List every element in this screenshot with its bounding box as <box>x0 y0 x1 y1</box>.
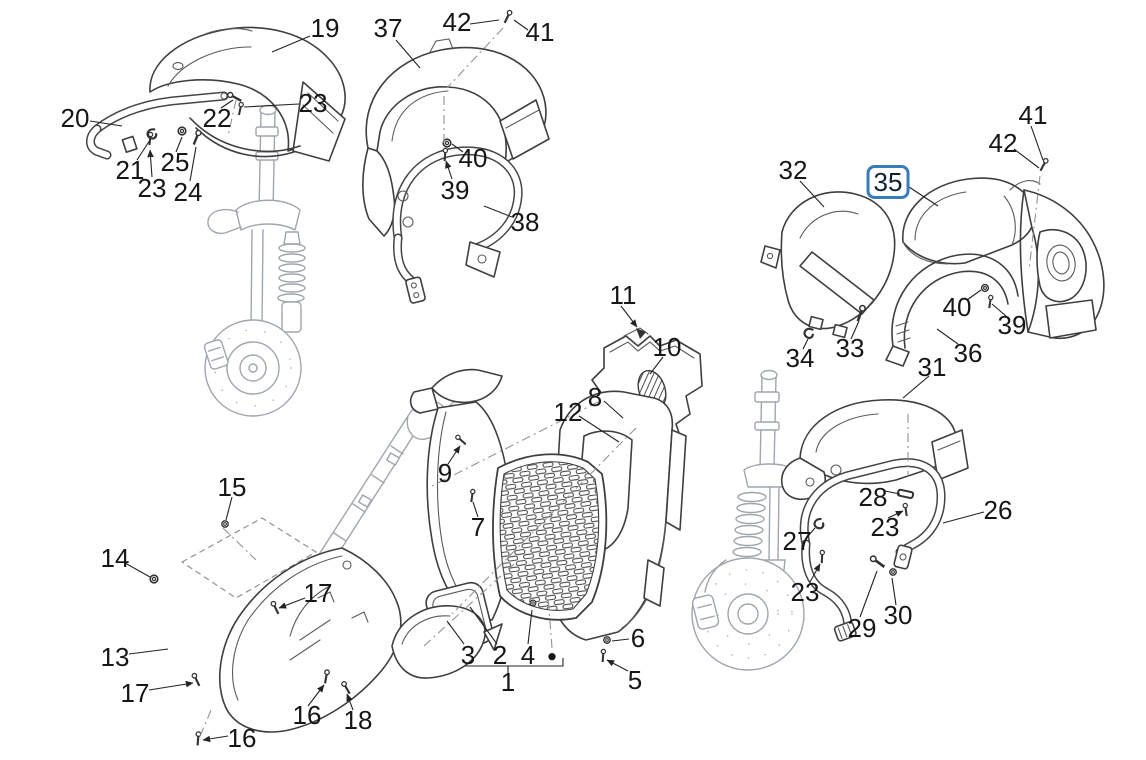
part-label-8[interactable]: 8 <box>587 382 603 412</box>
bullet-marker: ● <box>546 646 558 666</box>
part-label-23[interactable]: 23 <box>137 173 167 203</box>
part-label-42[interactable]: 42 <box>988 128 1018 158</box>
part-label-21[interactable]: 21 <box>115 155 145 185</box>
part-label-17[interactable]: 17 <box>303 578 333 608</box>
front-fork-right-context <box>691 369 805 671</box>
part-label-39[interactable]: 39 <box>997 310 1027 340</box>
front-fork-left-context <box>203 104 306 417</box>
part-label-28[interactable]: 28 <box>858 482 888 512</box>
part-label-12[interactable]: 12 <box>553 397 583 427</box>
part-label-31[interactable]: 31 <box>917 352 947 382</box>
part-32-mudguard <box>760 191 896 339</box>
part-label-40[interactable]: 40 <box>942 292 972 322</box>
assembly-plate-outline <box>180 517 318 599</box>
part-label-10[interactable]: 10 <box>652 332 682 362</box>
part-38-fender-bracket <box>392 146 523 304</box>
part-label-13[interactable]: 13 <box>100 642 130 672</box>
part-label-30[interactable]: 30 <box>883 600 913 630</box>
part-label-19[interactable]: 19 <box>310 13 340 43</box>
part-label-1[interactable]: 1 <box>500 667 516 697</box>
part-19-front-fender <box>149 26 346 162</box>
part-label-16[interactable]: 16 <box>227 723 257 753</box>
part-13-mudguard <box>219 547 503 733</box>
part-label-17[interactable]: 17 <box>120 678 150 708</box>
part-label-5[interactable]: 5 <box>627 665 643 695</box>
part-1-grille <box>492 453 608 621</box>
part-label-41[interactable]: 41 <box>525 17 555 47</box>
part-label-9[interactable]: 9 <box>437 458 453 488</box>
part-label-11[interactable]: 11 <box>609 280 637 310</box>
part-label-7[interactable]: 7 <box>470 512 486 542</box>
part-label-23[interactable]: 23 <box>790 577 820 607</box>
part-label-37[interactable]: 37 <box>373 13 403 43</box>
part-label-29[interactable]: 29 <box>847 613 877 643</box>
part-label-4[interactable]: 4 <box>520 640 536 670</box>
part-label-35-selected[interactable]: 35 <box>866 165 910 199</box>
assembly-axes <box>199 27 1041 737</box>
part-36-inner-arch <box>885 253 1019 367</box>
part-label-27[interactable]: 27 <box>782 526 812 556</box>
part-label-32[interactable]: 32 <box>778 155 808 185</box>
part-label-38[interactable]: 38 <box>510 207 540 237</box>
leader-lines <box>89 19 1044 743</box>
part-label-40[interactable]: 40 <box>458 143 488 173</box>
part-label-23[interactable]: 23 <box>870 512 900 542</box>
part-label-6[interactable]: 6 <box>630 623 646 653</box>
part-label-20[interactable]: 20 <box>60 103 90 133</box>
part-label-41[interactable]: 41 <box>1018 100 1048 130</box>
part-26-support-tube <box>799 458 946 642</box>
part-label-14[interactable]: 14 <box>100 543 130 573</box>
part-label-36[interactable]: 36 <box>953 338 983 368</box>
part-label-24[interactable]: 24 <box>173 177 203 207</box>
part-label-25[interactable]: 25 <box>160 147 190 177</box>
front-body-panel <box>1009 180 1105 340</box>
part-label-34[interactable]: 34 <box>785 343 815 373</box>
part-label-39[interactable]: 39 <box>440 175 470 205</box>
part-label-2[interactable]: 2 <box>492 640 508 670</box>
part-label-18[interactable]: 18 <box>343 705 373 735</box>
part-label-33[interactable]: 33 <box>835 333 865 363</box>
fasteners-bottom-right <box>812 488 915 576</box>
part-label-3[interactable]: 3 <box>460 640 476 670</box>
part-label-42[interactable]: 42 <box>442 7 472 37</box>
part-label-16[interactable]: 16 <box>292 700 322 730</box>
part-label-23[interactable]: 23 <box>298 88 328 118</box>
fasteners-center <box>437 328 646 664</box>
part-label-15[interactable]: 15 <box>217 472 247 502</box>
part-label-26[interactable]: 26 <box>983 495 1013 525</box>
part-label-22[interactable]: 22 <box>202 103 232 133</box>
